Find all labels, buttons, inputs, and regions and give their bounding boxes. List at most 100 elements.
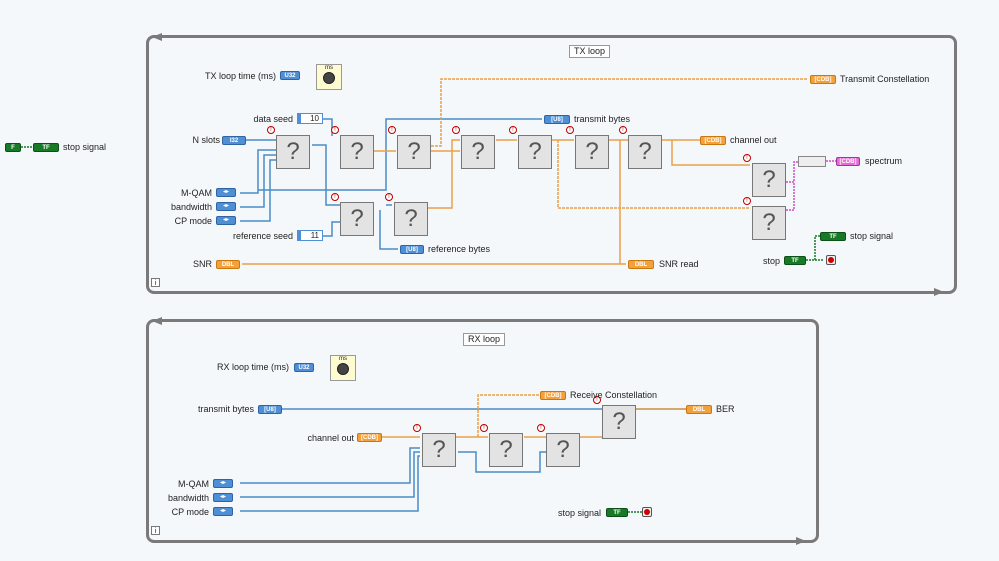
rx-subvi-4[interactable]: ? (602, 405, 636, 439)
rx-loop-condition-stop-icon[interactable] (642, 507, 652, 517)
tx-loop-condition-stop-icon[interactable] (826, 255, 836, 265)
reference-bytes-indicator[interactable]: [U8] (400, 245, 424, 254)
bandwidth-label: bandwidth (170, 202, 212, 212)
rx-cp-mode-enum-control[interactable]: ◂▸ (213, 507, 233, 516)
ber-indicator[interactable]: DBL (686, 405, 712, 414)
rx-subvi-2[interactable]: ? (489, 433, 523, 467)
tx-subvi-2[interactable]: ? (340, 135, 374, 169)
false-constant[interactable]: F (5, 143, 21, 152)
transmit-bytes-indicator[interactable]: [U8] (544, 115, 570, 124)
transmit-constellation-indicator[interactable]: [CDB] (810, 75, 836, 84)
wire-spectrum-2 (786, 182, 795, 211)
tx-subvi-ref-1[interactable]: ? (340, 202, 374, 236)
rx-loop-time-control[interactable]: U32 (294, 363, 314, 372)
tx-error-marker: ! (385, 193, 393, 201)
rx-error-marker: ! (480, 424, 488, 432)
tx-info-icon[interactable]: i (151, 278, 160, 287)
rx-stop-signal-control[interactable]: TF (606, 508, 628, 517)
tx-subvi-3[interactable]: ? (397, 135, 431, 169)
tx-while-loop[interactable] (146, 35, 957, 294)
wire-mqam (240, 149, 278, 194)
cp-mode-label: CP mode (174, 216, 212, 226)
rx-bandwidth-enum-control[interactable]: ◂▸ (213, 493, 233, 502)
reference-seed-label: reference seed (232, 231, 293, 241)
wire-reference-spectrum (557, 140, 750, 209)
tx-error-marker: ! (619, 126, 627, 134)
rx-loop-title: RX loop (463, 333, 506, 346)
rx-info-icon[interactable]: i (151, 526, 160, 535)
rx-mqam-enum-control[interactable]: ◂▸ (213, 479, 233, 488)
tx-error-marker: ! (331, 126, 339, 134)
wire-spectrum-1 (786, 161, 798, 183)
nslots-control[interactable]: I32 (222, 136, 246, 145)
ber-label: BER (716, 404, 735, 414)
tx-subvi-ref-2[interactable]: ? (394, 202, 428, 236)
wire-transmit-bytes (385, 118, 542, 140)
wire-rx-vi-bus (458, 451, 546, 473)
snr-read-indicator[interactable]: DBL (628, 260, 654, 269)
tx-stop-control[interactable]: TF (784, 256, 806, 265)
data-seed-input[interactable]: 10 (297, 113, 323, 124)
rx-subvi-3[interactable]: ? (546, 433, 580, 467)
tx-timer-unit: ms (325, 65, 333, 71)
tx-loop-time-label: TX loop time (ms) (204, 71, 276, 81)
tx-wait-timer-icon[interactable]: ms (316, 64, 342, 90)
tx-loop-time-control[interactable]: U32 (280, 71, 300, 80)
stop-signal-terminal-outside[interactable]: TF (33, 143, 59, 152)
transmit-bytes-label: transmit bytes (574, 114, 631, 124)
tx-error-marker: ! (388, 126, 396, 134)
spectrum-bundle-node[interactable] (798, 156, 826, 167)
tx-subvi-5[interactable]: ? (518, 135, 552, 169)
rx-stop-signal-label: stop signal (557, 508, 601, 518)
tx-subvi-6[interactable]: ? (575, 135, 609, 169)
rx-bandwidth-label: bandwidth (167, 493, 209, 503)
tx-error-marker: ! (743, 197, 751, 205)
rx-error-marker: ! (593, 396, 601, 404)
rx-mqam-label: M-QAM (178, 479, 209, 489)
nslots-label: N slots (192, 135, 220, 145)
rx-subvi-1[interactable]: ? (422, 433, 456, 467)
transmit-constellation-label: Transmit Constellation (840, 74, 930, 84)
snr-control[interactable]: DBL (216, 260, 240, 269)
mqam-label: M-QAM (181, 188, 212, 198)
rx-channel-out-control[interactable]: [CDB] (357, 433, 382, 442)
tx-error-marker: ! (452, 126, 460, 134)
rx-error-marker: ! (413, 424, 421, 432)
mqam-enum-control[interactable]: ◂▸ (216, 188, 236, 197)
spectrum-label: spectrum (865, 156, 903, 166)
wire-to-spectrum-vi (671, 140, 750, 166)
tx-stop-signal-indicator[interactable]: TF (820, 232, 846, 241)
rx-channel-out-label: channel out (307, 433, 354, 443)
tx-subvi-7[interactable]: ? (628, 135, 662, 169)
wire-rx-bandwidth (240, 451, 420, 498)
clock-icon (323, 72, 335, 84)
bandwidth-enum-control[interactable]: ◂▸ (216, 202, 236, 211)
tx-subvi-4[interactable]: ? (461, 135, 495, 169)
spectrum-indicator[interactable]: [CDB] (836, 157, 860, 166)
wire-params-bus (258, 140, 387, 191)
channel-out-indicator[interactable]: [CDB] (700, 136, 726, 145)
cp-mode-enum-control[interactable]: ◂▸ (216, 216, 236, 225)
wire-rx-cp (240, 455, 420, 512)
tx-subvi-1[interactable]: ? (276, 135, 310, 169)
rx-wait-timer-icon[interactable]: ms (330, 355, 356, 381)
tx-subvi-spectrum-2[interactable]: ? (752, 206, 786, 240)
wire-rx-mqam (240, 447, 420, 484)
tx-error-marker: ! (331, 193, 339, 201)
wire-ref-seed (322, 221, 340, 237)
tx-subvi-spectrum-1[interactable]: ? (752, 163, 786, 197)
wire-stop-signal (814, 235, 820, 260)
reference-seed-input[interactable]: 11 (297, 230, 323, 241)
rx-timer-unit: ms (339, 356, 347, 362)
rx-while-loop[interactable] (146, 319, 819, 543)
wire-tx-bus-ref (312, 144, 340, 206)
receive-constellation-label: Receive Constellation (570, 390, 658, 400)
wire-transmit-constellation (431, 78, 808, 147)
rx-error-marker: ! (537, 424, 545, 432)
rx-transmit-bytes-control[interactable]: [U8] (258, 405, 282, 414)
reference-bytes-label: reference bytes (428, 244, 491, 254)
receive-constellation-indicator[interactable]: [CDB] (540, 391, 566, 400)
tx-error-marker: ! (267, 126, 275, 134)
wire-reference-bytes (379, 210, 398, 250)
data-seed-label: data seed (253, 114, 293, 124)
